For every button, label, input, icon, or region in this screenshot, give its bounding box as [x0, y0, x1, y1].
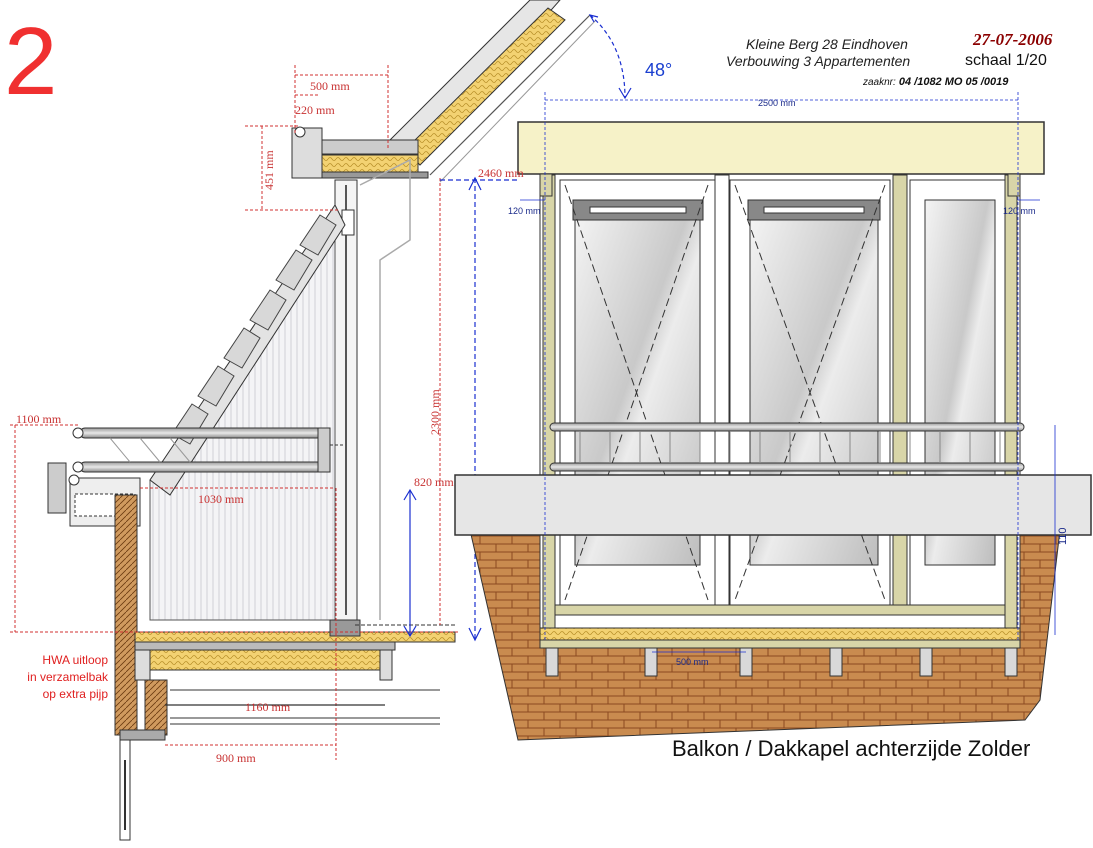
scale-text: schaal 1/20 — [965, 52, 1047, 69]
case-value: 04 /1082 MO 05 /0019 — [898, 76, 1009, 88]
dim-120-right: 120 mm — [1003, 206, 1036, 216]
drawing-caption: Balkon / Dakkapel achterzijde Zolder — [672, 736, 1031, 761]
hwa-note-line2: in verzamelbak — [27, 670, 108, 684]
dim-2300: 2300 mm — [428, 389, 442, 435]
brick-pier-section — [144, 679, 168, 736]
floor-blocks — [545, 647, 1018, 677]
balcony-railing-section — [72, 427, 345, 473]
dim-120-left: 120 mm — [508, 206, 541, 216]
dim-1100: 1100 mm — [16, 412, 62, 426]
dim-820: 820 mm — [414, 475, 454, 489]
dim-2500: 2500 mm — [758, 98, 796, 108]
case-label: zaaknr: — [863, 77, 896, 88]
project-text: Verbouwing 3 Appartementen — [726, 53, 911, 69]
hwa-note-line3: op extra pijp — [42, 687, 108, 701]
dim-500-section: 500 mm — [310, 79, 350, 93]
balcony-slab — [454, 474, 1092, 536]
section-blue-dims — [165, 176, 520, 706]
side-window — [909, 179, 1006, 606]
dim-220: 220 mm — [295, 103, 335, 117]
floor-buildup — [119, 619, 456, 841]
hwa-note: HWA uitloop in verzamelbak op extra pijp — [18, 652, 108, 703]
address-text: Kleine Berg 28 Eindhoven — [746, 36, 908, 52]
dim-900: 900 mm — [216, 751, 256, 765]
roof-angle-label: 48° — [645, 60, 673, 80]
dim-110: 110 — [1057, 527, 1069, 545]
dormer-top — [291, 126, 429, 179]
elevation-drawing — [454, 14, 1092, 741]
date-text: 27-07-2006 — [973, 30, 1053, 49]
balcony-railing-elevation — [549, 422, 1025, 472]
brick-wall-section — [114, 494, 138, 736]
floor-strip — [539, 627, 1021, 641]
dormer-fascia — [517, 121, 1045, 175]
dim-1030: 1030 mm — [198, 492, 244, 506]
case-number: zaaknr: 04 /1082 MO 05 /0019 — [863, 76, 1008, 88]
lower-roof-tiles — [149, 204, 346, 496]
dormer-wall — [334, 158, 411, 621]
section-dimension-lines — [10, 65, 460, 760]
dim-1160: 1160 mm — [245, 700, 291, 714]
dim-2460: 2460 mm — [478, 166, 524, 180]
elevation-dimension-lines — [520, 14, 1056, 653]
hwa-note-line1: HWA uitloop — [42, 653, 108, 667]
section-drawing — [10, 0, 597, 841]
upper-roof — [389, 0, 597, 183]
dim-500-elevation: 500 mm — [676, 657, 709, 667]
dim-451: 451 mm — [262, 150, 276, 190]
door-middle — [729, 179, 891, 606]
door-left — [559, 179, 716, 606]
sheet-number: 2 — [4, 8, 58, 115]
